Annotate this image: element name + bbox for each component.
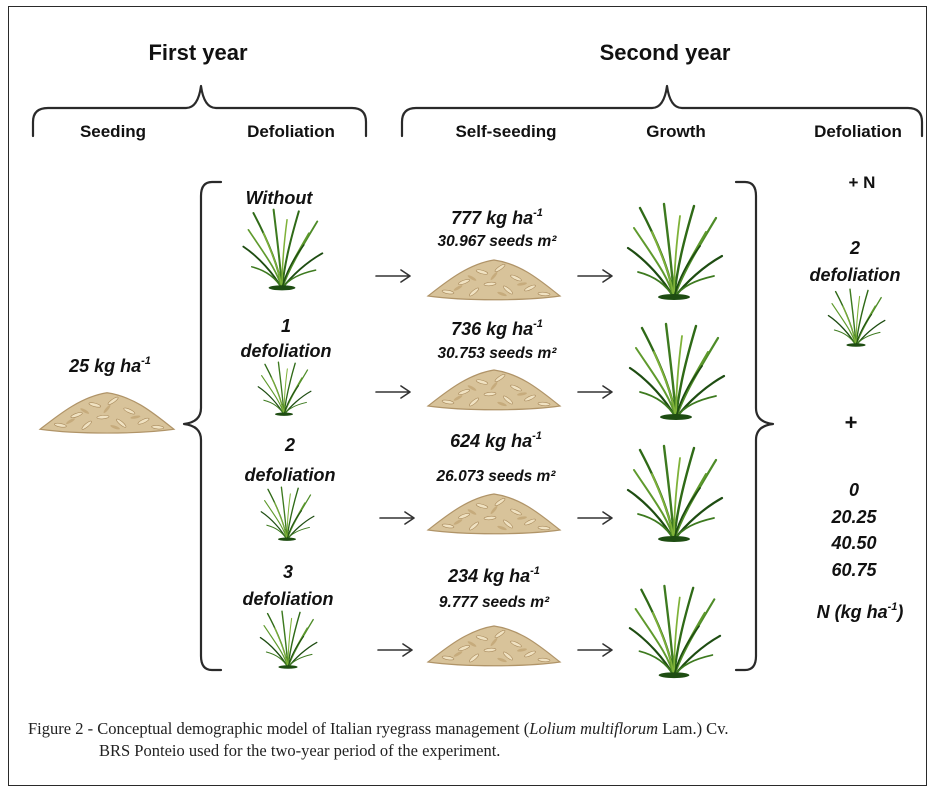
defoliation-heading: Defoliation: [247, 122, 335, 141]
treatment-label: defoliation: [243, 589, 334, 609]
regrowth-grass-icon: [628, 322, 726, 422]
n-dose-1: 20.25: [830, 507, 877, 527]
figure-caption: Figure 2 - Conceptual demographic model …: [28, 718, 928, 762]
first-year-heading: First year: [148, 40, 247, 65]
seed-density-label: 26.073 seeds m²: [436, 468, 557, 485]
treatment-label: defoliation: [241, 341, 332, 361]
seed-yield-label: 777 kg ha-1: [451, 207, 543, 228]
arrow-icon: [577, 385, 613, 399]
seed-density-label: 9.777 seeds m²: [439, 594, 550, 611]
second-year-heading: Second year: [600, 40, 731, 65]
treatment-label: defoliation: [245, 465, 336, 485]
treatments-left-brace: [182, 180, 223, 672]
self-seeding-pile: [427, 369, 561, 411]
treatment-label: Without: [246, 188, 314, 208]
seed-density-label: 30.753 seeds m²: [438, 345, 558, 362]
initial-seed-pile: [39, 392, 175, 434]
treatment-row-4: 3 defoliation 234 kg ha-1 9.777 seeds m²: [243, 562, 722, 680]
arrow-icon: [377, 643, 413, 657]
seed-yield-label: 736 kg ha-1: [451, 318, 543, 339]
grass-defoliated-icon: [259, 610, 318, 670]
treatment-label: 3: [283, 562, 293, 582]
grass-defoliated-icon: [257, 361, 312, 417]
demographic-model-diagram: First year Second year Seeding Defoliati…: [31, 40, 924, 680]
n-unit-label: N (kg ha-1): [817, 601, 904, 622]
arrow-icon: [577, 643, 613, 657]
treatment-row-2: 1 defoliation 736 kg ha-1 30.753 seeds m…: [241, 316, 726, 422]
caption-prefix: Figure 2 - Conceptual demographic model …: [28, 719, 530, 738]
regrowth-grass-icon: [628, 584, 722, 680]
regrowth-grass-icon: [626, 444, 724, 544]
grass-defoliated-icon: [242, 208, 324, 292]
treatment-label: 1: [281, 316, 291, 336]
treatments-right-brace: [734, 180, 775, 672]
second-year-defoliation-label: defoliation: [810, 265, 901, 285]
treatment-row-3: 2 defoliation 624 kg ha-1 26.073 seeds m…: [245, 430, 724, 544]
initial-seeding-rate: 25 kg ha-1: [68, 355, 151, 376]
self-seeding-pile: [427, 493, 561, 535]
self-seeding-pile: [427, 625, 561, 667]
second-year-grass-icon: [827, 288, 886, 348]
n-dose-3: 60.75: [831, 560, 877, 580]
seed-yield-label: 234 kg ha-1: [447, 565, 540, 586]
defoliation-second-heading: Defoliation: [814, 122, 902, 141]
second-year-defoliation-count: 2: [849, 238, 860, 258]
arrow-icon: [379, 511, 415, 525]
regrowth-grass-icon: [626, 202, 724, 302]
caption-line-2: BRS Ponteio used for the two-year period…: [99, 741, 501, 760]
treatment-label: 2: [284, 435, 295, 455]
n-dose-0: 0: [849, 480, 859, 500]
arrow-icon: [577, 269, 613, 283]
plus-nitrogen-label: + N: [849, 173, 876, 192]
first-year-brace: [31, 84, 368, 138]
growth-heading: Growth: [646, 122, 706, 141]
arrow-icon: [375, 269, 411, 283]
arrow-icon: [375, 385, 411, 399]
caption-middle: Lam.) Cv.: [658, 719, 729, 738]
self-seeding-heading: Self-seeding: [455, 122, 556, 141]
seed-density-label: 30.967 seeds m²: [438, 233, 558, 250]
seeding-heading: Seeding: [80, 122, 146, 141]
arrow-icon: [577, 511, 613, 525]
grass-defoliated-icon: [260, 486, 315, 542]
treatment-row-1: Without 777 kg ha-1 30.967 seeds m²: [242, 188, 724, 302]
second-year-brace: [400, 84, 924, 138]
n-dose-2: 40.50: [830, 533, 876, 553]
plus-sign: +: [845, 410, 858, 435]
self-seeding-pile: [427, 259, 561, 301]
caption-species: Lolium multiflorum: [529, 719, 659, 738]
seed-yield-label: 624 kg ha-1: [450, 430, 542, 451]
